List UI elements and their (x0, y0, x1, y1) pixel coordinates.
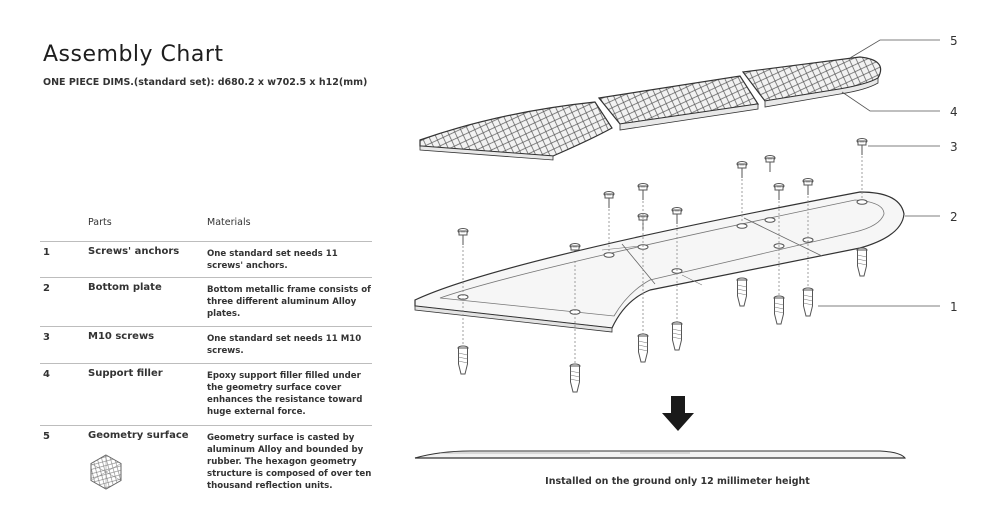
table-row: 2 Bottom plate Bottom metallic frame con… (40, 278, 372, 327)
installed-profile (414, 450, 907, 459)
bottom-plate (414, 191, 905, 333)
row-part: Screws' anchors (88, 246, 180, 257)
row-number: 5 (43, 431, 50, 442)
dimensions-text: ONE PIECE DIMS.(standard set): d680.2 x … (43, 77, 368, 88)
installation-caption: Installed on the ground only 12 millimet… (545, 476, 810, 487)
row-part: Bottom plate (88, 282, 162, 293)
row-number: 4 (43, 369, 50, 380)
geometry-surface (419, 56, 882, 161)
callout-1: 1 (950, 300, 958, 314)
callout-3: 3 (950, 140, 958, 154)
table-row: 3 M10 screws One standard set needs 11 M… (40, 327, 372, 364)
row-number: 2 (43, 283, 50, 294)
callout-5: 5 (950, 34, 958, 48)
table-row: 1 Screws' anchors One standard set needs… (40, 242, 372, 278)
parts-table: Parts Materials 1 Screws' anchors One st… (40, 214, 372, 498)
callout-4: 4 (950, 105, 958, 119)
table-row: 5 Geometry surface Geometry surface is c… (40, 426, 372, 498)
column-header-materials: Materials (207, 217, 251, 228)
alignment-lines (462, 156, 863, 364)
hexagon-geometry-icon (90, 454, 122, 490)
row-material: One standard set needs 11 M10 screws. (207, 334, 362, 356)
page-title: Assembly Chart (43, 42, 224, 67)
callout-2: 2 (950, 210, 958, 224)
row-number: 1 (43, 247, 50, 258)
leader-lines (818, 39, 940, 307)
row-material: Bottom metallic frame consists of three … (207, 285, 371, 319)
down-arrow-icon (662, 396, 694, 431)
row-material: Epoxy support filler filled under the ge… (207, 371, 363, 417)
column-header-parts: Parts (88, 217, 112, 228)
row-material: One standard set needs 11 screws' anchor… (207, 249, 338, 271)
table-header: Parts Materials (40, 214, 372, 242)
row-material: Geometry surface is casted by aluminum A… (207, 433, 372, 491)
row-part: Support filler (88, 368, 163, 379)
row-number: 3 (43, 332, 50, 343)
row-part: M10 screws (88, 331, 155, 342)
table-row: 4 Support filler Epoxy support filler fi… (40, 364, 372, 426)
row-part: Geometry surface (88, 430, 189, 441)
